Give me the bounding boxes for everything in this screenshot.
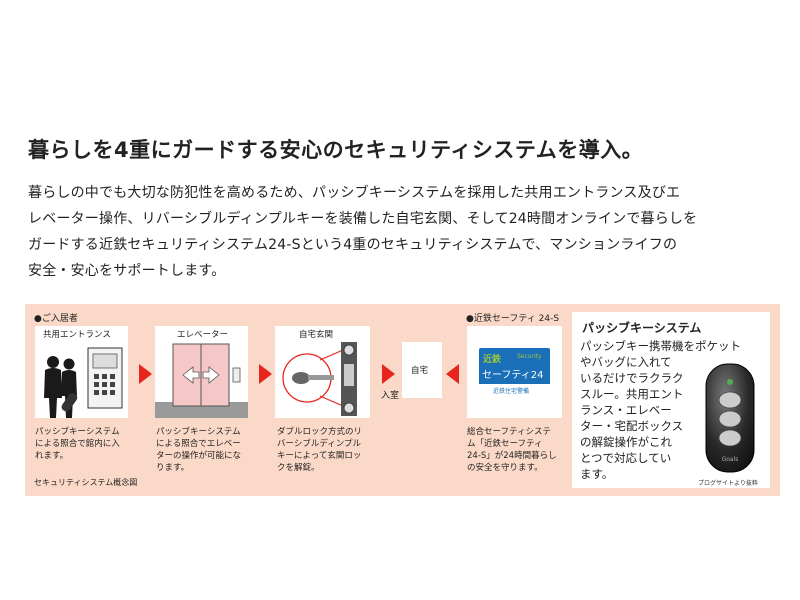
residents-silhouette-icon [44,356,77,418]
passive-key-title: パッシブキーシステム [582,321,702,335]
intro-line: レベーター操作、リバーシブルディンプルキーを装備した自宅玄関、そして24時間オン… [28,211,698,227]
intro-paragraph: 暮らしの中でも大切な防犯性を高めるため、パッシブキーシステムを採用した共用エント… [28,180,778,284]
text-line: ランス・エレベー [580,403,672,417]
elevator-box: エレベーター [155,326,248,418]
caption-line: キーによって玄関ロッ [277,451,362,461]
safety-caption: 総合セーフティシステ ム「近鉄セーフティ 24-S」が24時間暮らし の安全を守… [467,426,557,474]
door-title: 自宅玄関 [299,330,334,340]
entrance-title: 共用エントランス [43,330,111,340]
text-line: ター・宅配ボックス [580,419,684,433]
text-line: パッシブキー携帯機をポケット [580,339,741,353]
text-line: いるだけでラクラク [580,371,684,385]
elevator-button-panel-icon [232,367,241,383]
caption-line: ります。 [156,463,190,473]
text-line: の解錠操作がこれ [580,435,672,449]
caption-line: 24-S」が24時間暮らし [467,451,557,461]
home-label: 自宅 [411,366,429,376]
caption-line: 総合セーフティシステ [467,427,551,437]
door-illustration [282,342,357,416]
passive-key-panel: パッシブキーシステム パッシブキー携帯機をポケット やバッグに入れて いるだけで… [572,312,770,488]
elevator-door-arrows-icon [182,366,220,384]
caption-line: ム「近鉄セーフティ [467,439,543,449]
caption-line: による照合でエレベー [156,439,241,449]
elevator-illustration [155,343,248,418]
safety-logo: 近鉄 Security セーフティ24 近鉄住宅警備 [479,348,550,396]
safety-logo-tag: Security [517,353,542,360]
door-box: 自宅玄関 [275,326,370,418]
entry-label: 入室 [381,391,400,401]
passive-key-text: パッシブキー携帯機をポケット やバッグに入れて いるだけでラクラク スルー。共用… [580,338,741,482]
caption-line: ダブルロック方式のリ [277,427,363,437]
flow-arrow-icon [382,364,395,384]
entrance-caption: パッシブキーシステム による照合で館内に入 れます。 [35,426,120,462]
flow-arrow-icon [259,364,272,384]
caption-line: パッシブキーシステム [35,427,120,437]
caption-line: クを解錠。 [277,463,320,473]
double-lock-icon [341,342,357,416]
intro-line: 暮らしの中でも大切な防犯性を高めるため、パッシブキーシステムを採用した共用エント… [28,185,681,201]
text-line: スルー。共用エント [580,387,684,401]
text-line: やバッグに入れて [580,355,672,369]
page-headline: 暮らしを4重にガードする安心のセキュリティシステムを導入。 [28,138,644,162]
home-box: 自宅 [402,342,442,398]
caption-line: による照合で館内に入 [35,439,120,449]
safety-logo-small: 近鉄住宅警備 [493,388,530,395]
image-credit: プログサイトより抜粋 [698,480,758,487]
caption-line: の安全を守ります。 [467,463,543,473]
caption-line: パッシブキーシステム [156,427,241,437]
key-fob-icon [61,393,78,412]
dimple-key-icon [292,372,334,384]
resident-label: ●ご入居者 [34,314,78,324]
flow-arrow-icon [139,364,152,384]
entrance-box: 共用エントランス [35,326,128,418]
elevator-caption: パッシブキーシステム による照合でエレベー ターの操作が可能にな ります。 [156,426,241,474]
door-caption: ダブルロック方式のリ バーシブルディンプル キーによって玄関ロッ クを解錠。 [277,426,362,474]
caption-line: れます。 [35,451,69,461]
entrance-illustration [44,347,123,418]
caption-line: バーシブルディンプル [277,439,361,449]
flow-arrow-left-icon [446,364,459,384]
elevator-title: エレベーター [177,330,229,340]
intercom-panel-icon [87,347,123,409]
safety-box: 近鉄 Security セーフティ24 近鉄住宅警備 [467,326,562,418]
key-fob-device-icon: Goals [705,363,755,473]
fob-brand: Goals [722,456,739,463]
safety-logo-main: セーフティ24 [482,370,544,381]
concept-label: セキュリティシステム概念図 [34,478,138,487]
intro-line: ガードする近鉄セキュリティシステム24-Sという4重のセキュリティシステムで、マ… [28,237,678,253]
text-line: ます。 [580,467,614,481]
safety-logo-top: 近鉄 [483,355,502,365]
intro-line: 安全・安心をサポートします。 [28,263,226,279]
caption-line: ターの操作が可能にな [156,451,242,461]
security-label: ●近鉄セーフティ 24-S [466,314,560,324]
text-line: とつで対応してい [580,451,672,465]
